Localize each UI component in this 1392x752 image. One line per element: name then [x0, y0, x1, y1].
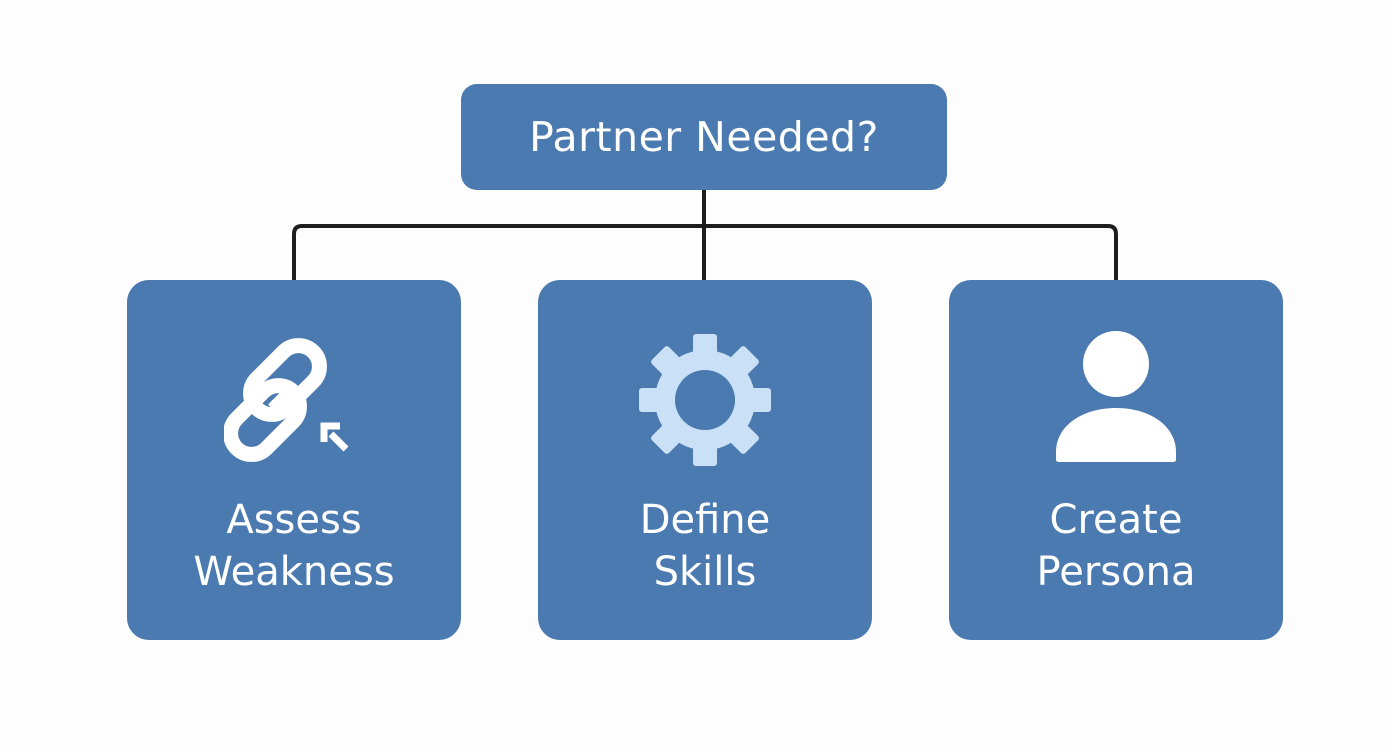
root-node-label: Partner Needed? [529, 113, 879, 161]
broken-chain-link-icon [224, 338, 349, 462]
gear-icon [639, 334, 771, 466]
connector-horizontal-bar [292, 224, 1118, 280]
child-node-label: Create Persona [1036, 497, 1196, 595]
child-node-label: Define Skills [639, 497, 771, 595]
child-node-define-skills: Define Skills [538, 280, 872, 640]
child-node-create-persona: Create Persona [949, 280, 1283, 640]
child-node-label: Assess Weakness [193, 497, 395, 595]
person-icon [1056, 331, 1176, 462]
root-node: Partner Needed? [461, 84, 947, 190]
child-node-assess-weakness: Assess Weakness [127, 280, 461, 640]
